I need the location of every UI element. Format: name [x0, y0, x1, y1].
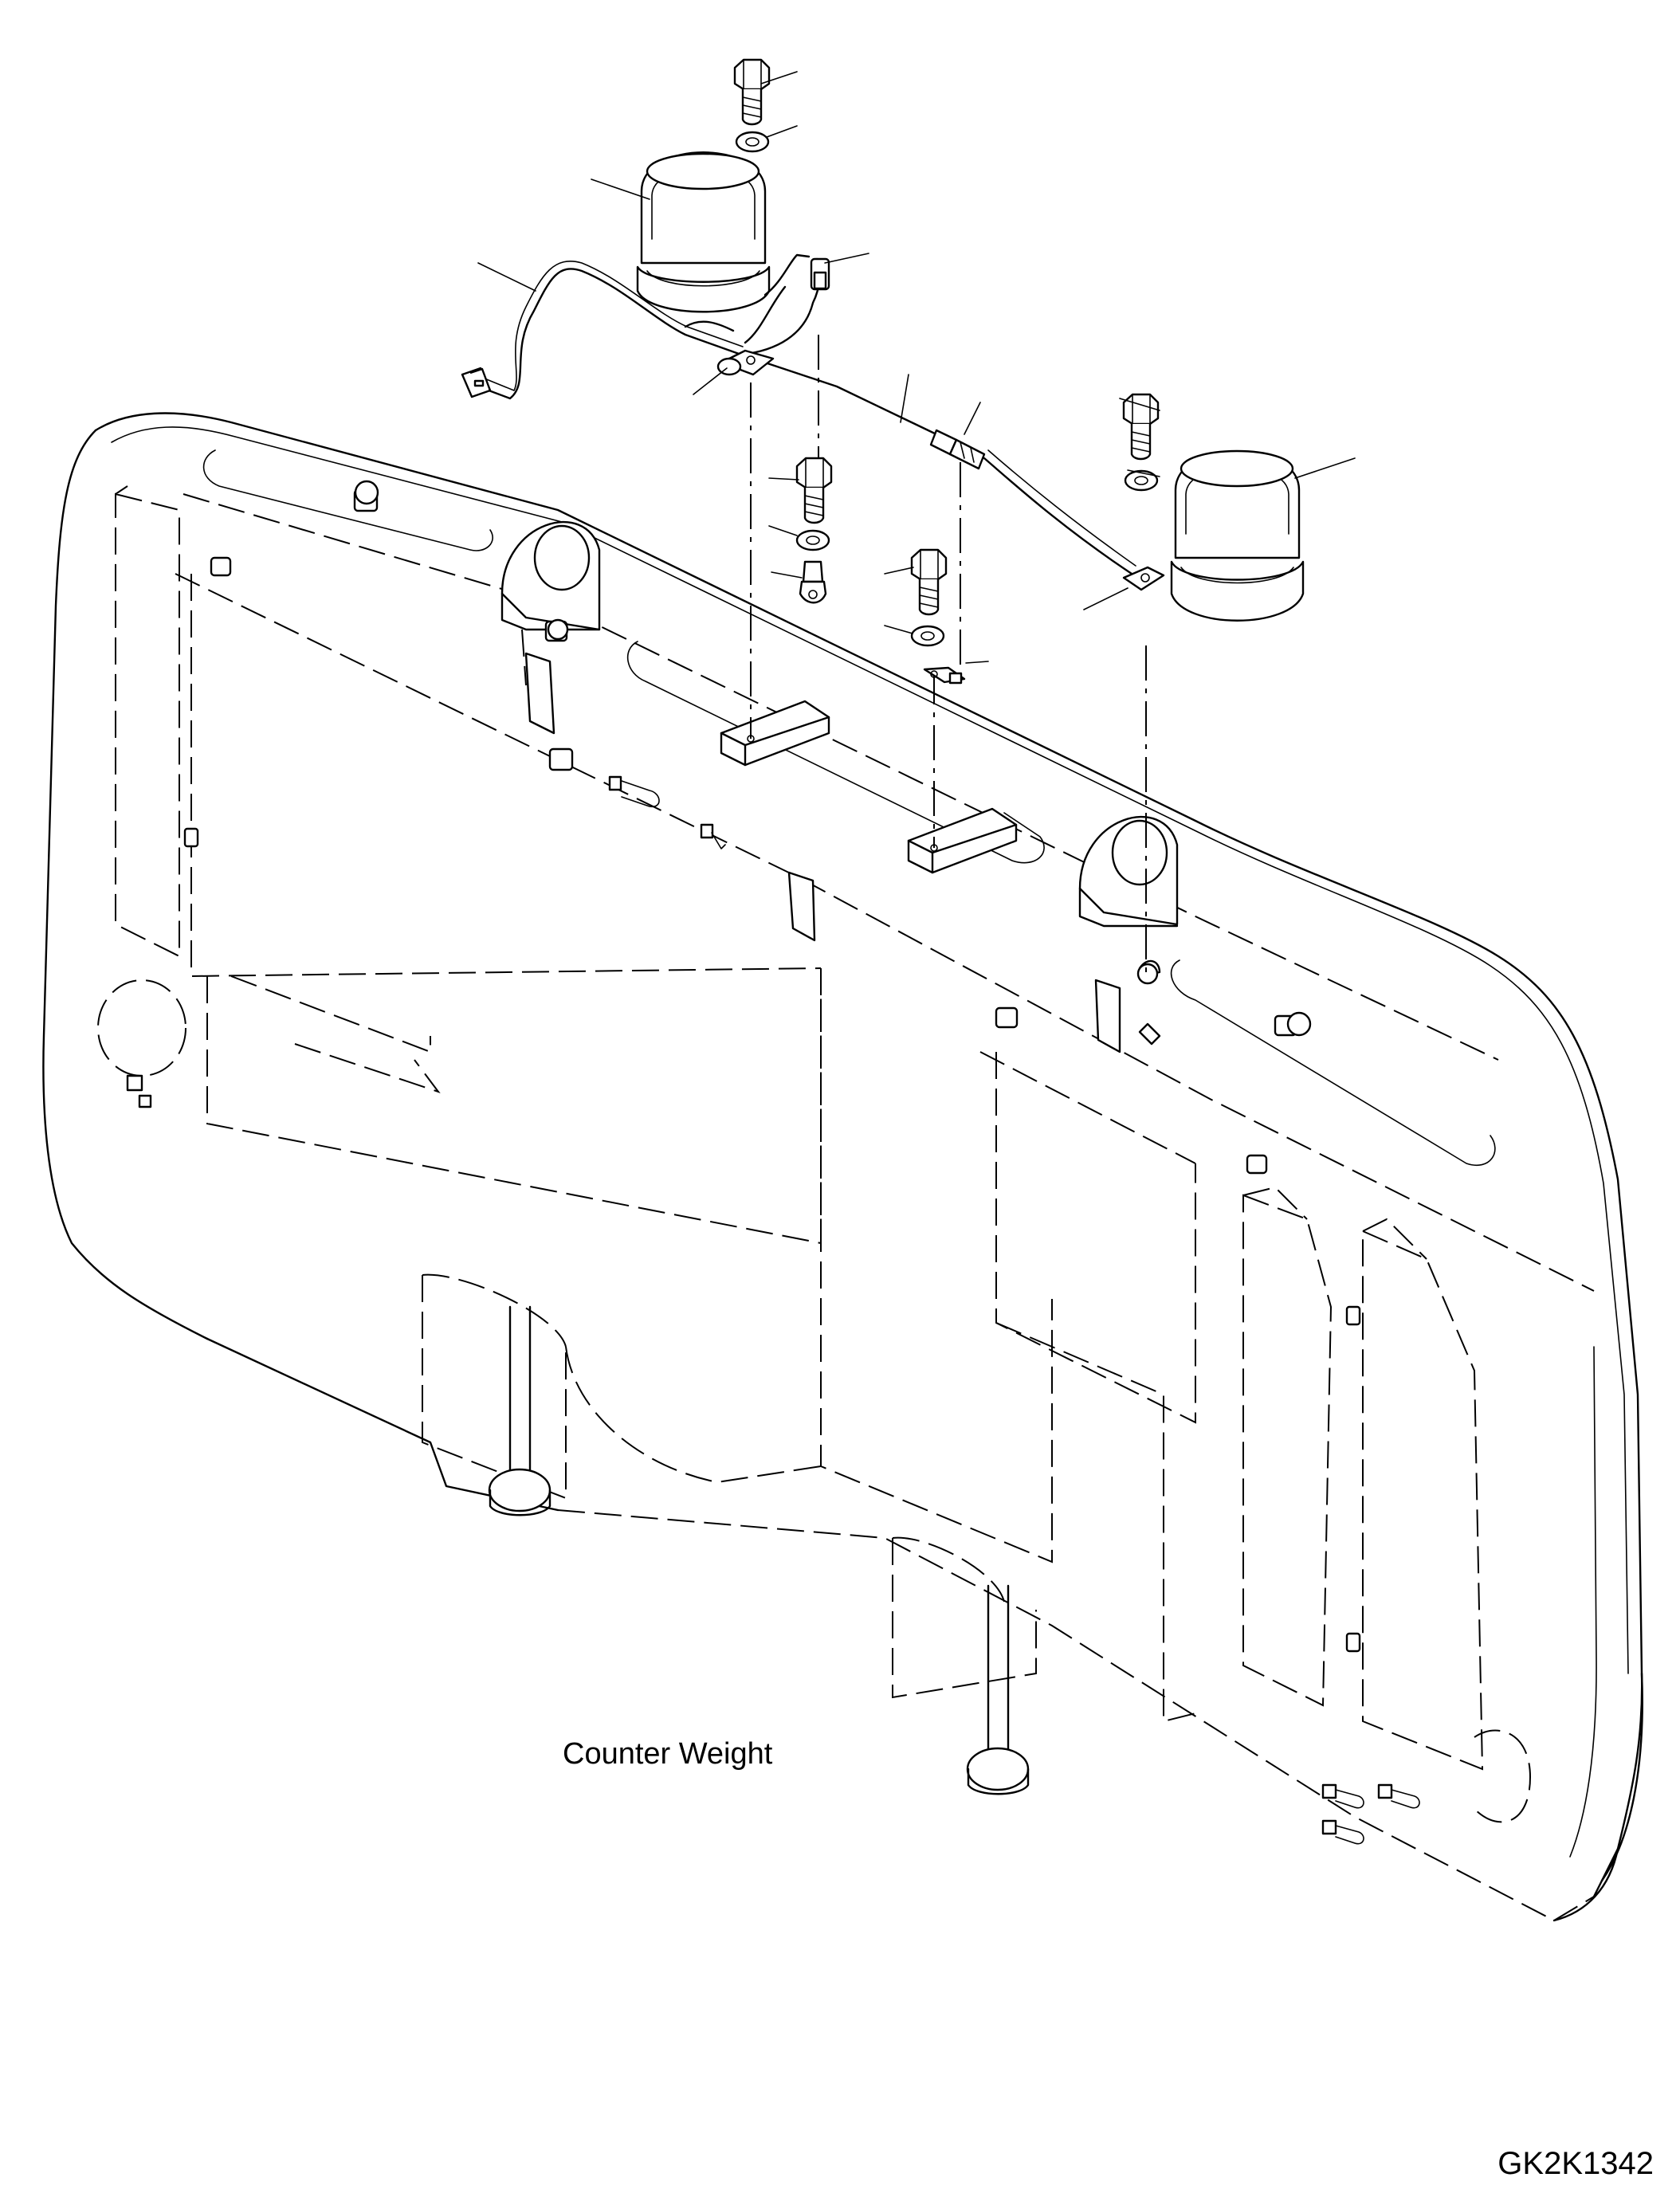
bolt-center-left: [795, 457, 833, 524]
drawing-code: GK2K1342: [1497, 2146, 1654, 2181]
washer-center-left: [795, 529, 830, 551]
washer-center-right: [910, 625, 945, 647]
warning-beacon-right: [1170, 449, 1305, 622]
connector-mid: [929, 429, 986, 470]
wire-harness: [477, 253, 1136, 575]
counterweight-body: [42, 412, 1643, 1922]
cable-clamp-right: [1122, 566, 1165, 591]
ring-terminal: [799, 560, 827, 604]
cable-clamp-left: [716, 349, 775, 376]
warning-beacon-left: [636, 151, 771, 313]
lifting-eye-right: [1078, 815, 1179, 928]
tie-down-rod-right: [966, 1584, 1030, 1795]
bolt-top: [733, 58, 771, 126]
washer-right: [1124, 469, 1159, 492]
lifting-eye-left: [500, 520, 601, 686]
bolt-center-right: [910, 548, 948, 616]
leader-lines: [477, 71, 1356, 664]
mount-pad-left: [720, 700, 830, 767]
connector-right-beacon: [810, 257, 830, 291]
part-label: Counter Weight: [563, 1737, 773, 1771]
body-small-hardware: [126, 480, 1420, 1845]
connector-end: [461, 367, 492, 398]
tie-down-rod-left: [488, 1305, 551, 1516]
washer-top: [735, 131, 770, 153]
cable-clamp-small: [923, 666, 966, 685]
